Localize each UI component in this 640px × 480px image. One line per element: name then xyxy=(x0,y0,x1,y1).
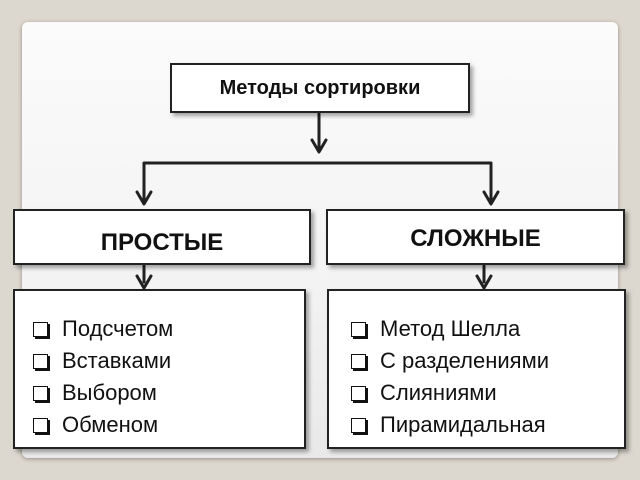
diagram-title: Методы сортировки xyxy=(219,76,421,99)
list-item: Слияниями xyxy=(351,377,549,409)
category-simple-label: ПРОСТЫЕ xyxy=(100,229,224,256)
title-box: Методы сортировки xyxy=(170,63,470,113)
category-simple-box: ПРОСТЫЕ xyxy=(13,209,311,265)
list-item: Пирамидальная xyxy=(351,409,549,441)
list-item: С разделениями xyxy=(351,345,549,377)
simple-methods-list: Подсчетом Вставками Выбором Обменом xyxy=(33,313,173,441)
square-bullet-icon xyxy=(351,417,366,433)
square-bullet-icon xyxy=(33,353,48,369)
complex-methods-list-box: Метод Шелла С разделениями Слияниями Пир… xyxy=(327,289,626,449)
square-bullet-icon xyxy=(351,321,366,337)
square-bullet-icon xyxy=(33,385,48,401)
square-bullet-icon xyxy=(33,417,48,433)
list-item: Обменом xyxy=(33,409,173,441)
list-item: Вставками xyxy=(33,345,173,377)
square-bullet-icon xyxy=(33,321,48,337)
list-item: Подсчетом xyxy=(33,313,173,345)
simple-methods-list-box: Подсчетом Вставками Выбором Обменом xyxy=(13,289,306,449)
category-complex-label: СЛОЖНЫЕ xyxy=(410,225,541,252)
category-complex-box: СЛОЖНЫЕ xyxy=(326,209,625,265)
complex-methods-list: Метод Шелла С разделениями Слияниями Пир… xyxy=(351,313,549,441)
square-bullet-icon xyxy=(351,353,366,369)
list-item: Метод Шелла xyxy=(351,313,549,345)
square-bullet-icon xyxy=(351,385,366,401)
list-item: Выбором xyxy=(33,377,173,409)
